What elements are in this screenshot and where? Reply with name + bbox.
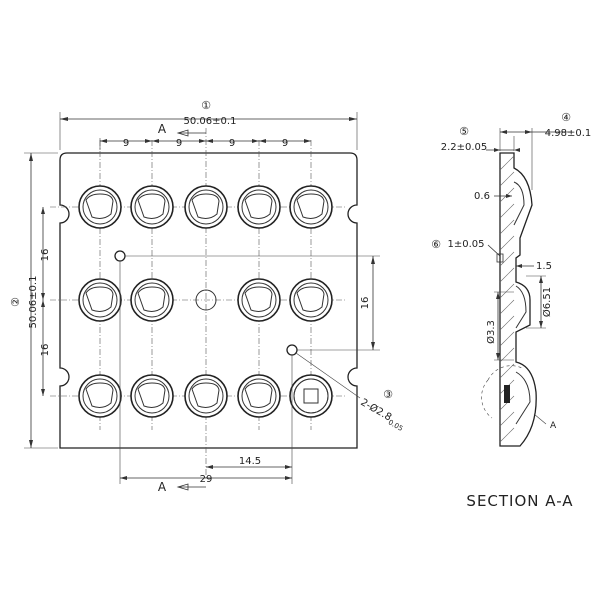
front-view: ① 50.06±0.1 A 9 9 9 9 ② 50.06±0.1 [9,99,408,494]
small-dim: 1.5 [536,261,552,272]
step-feature [496,253,504,263]
bottom-dim-text: 29 [200,474,213,485]
lens [78,278,122,322]
width-callout: ① [201,99,211,112]
hole-spec-text: 2-Ø2.80.05 [358,396,408,433]
detail-circle [487,365,523,381]
section-hatch [499,155,515,443]
lens [289,185,333,229]
center-hole [195,289,217,311]
lens [237,278,281,322]
section-view: A ④ 4.98±0.1 ⑤ 2.2±0.05 0.6 ⑥ 1±0.05 1.5 [431,111,591,510]
lens [289,278,333,322]
lens-section [515,285,527,329]
width-dim-text: 50.06±0.1 [184,116,237,127]
diameter-inner-dim: Ø3.3 [485,320,497,344]
lens [78,185,122,229]
lens [130,374,174,418]
section-profile [499,152,537,447]
height-callout: ④ [561,111,571,124]
mounting-hole [114,250,126,262]
right-dim-text: 16 [360,297,371,310]
lens [78,374,122,418]
section-title: SECTION A-A [466,492,573,510]
detail-label: A [550,421,557,431]
hole-callout: ③ [383,388,393,401]
pitch-dim-text: 9 [229,138,235,149]
lens [130,185,174,229]
lens [130,278,174,322]
lens [289,374,333,418]
lens-section [513,181,525,226]
section-mark-bottom: A [158,480,167,494]
plate-outline [59,152,358,449]
led-chip [504,385,510,403]
row-dim-text: 16 [40,344,51,357]
diameter-outer-dim: Ø6.51 [541,287,553,317]
section-mark-top: A [158,122,167,136]
lens [237,374,281,418]
hole-offset-dim-text: 14.5 [239,456,261,467]
detail-circle [481,379,493,419]
height-dim-text: 50.06±0.1 [28,276,39,329]
step-callout: ⑥ [431,238,441,251]
step-dim: 1±0.05 [447,239,484,250]
section-height-dim: 4.98±0.1 [545,128,592,139]
wall-dim: 0.6 [474,191,490,202]
thickness-dim: 2.2±0.05 [441,142,488,153]
lens [184,185,228,229]
height-callout: ② [9,297,22,307]
lens [184,374,228,418]
pitch-dim-text: 9 [282,138,288,149]
pitch-dim-text: 9 [176,138,182,149]
hole-leader [295,352,361,399]
pitch-dim-text: 9 [123,138,129,149]
mounting-hole [286,344,298,356]
thickness-callout: ⑤ [459,125,469,138]
lens [237,185,281,229]
lens-section [515,371,531,425]
row-dim-text: 16 [40,249,51,262]
